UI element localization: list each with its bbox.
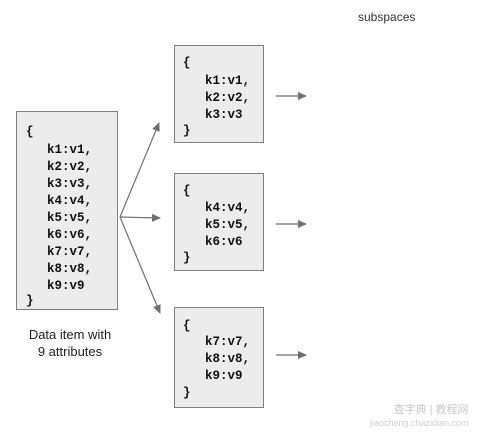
partition-3-attr-3: k9:v9 [205,369,243,383]
source-attr-4: k4:v4, [47,194,93,208]
watermark-line-1: 查字典 | 教程网 [393,404,469,416]
subspace-cube-3 [322,302,487,408]
fan-out-arrows [119,122,161,314]
source-attr-8: k8:v8, [47,262,93,276]
partition-box-3: { k7:v7, k8:v8, k9:v9 } [174,307,264,408]
source-open-brace: { [26,125,34,139]
partition-1-attr-1: k1:v1, [205,74,251,88]
source-attr-7: k7:v7, [47,245,93,259]
caption-line-2: 9 attributes [37,344,103,359]
subspaces-title: subspaces [358,10,416,24]
partition-1-attr-2: k2:v2, [205,91,251,105]
partition-2-open-brace: { [183,184,191,198]
subspace-cube-2 [322,172,487,278]
partition-1-attr-3: k3:v3 [205,108,243,122]
partition-2-close-brace: } [183,251,191,265]
watermark-line-2: jiaocheng.chazidian.com [370,418,469,428]
subspace-cube-1 [322,44,487,150]
partition-2-attr-2: k5:v5, [205,218,251,232]
watermark: 查字典 | 教程网 jiaocheng.chazidian.com [370,404,469,430]
arrow-to-partition-3 [119,216,161,314]
source-attr-1: k1:v1, [47,143,93,157]
partition-3-open-brace: { [183,319,191,333]
source-caption: Data item with 9 attributes [8,326,132,360]
partition-3-attr-2: k8:v8, [205,352,251,366]
source-attr-2: k2:v2, [47,160,93,174]
partition-1-close-brace: } [183,124,191,138]
partition-2-attr-3: k6:v6 [205,235,243,249]
partition-box-2: { k4:v4, k5:v5, k6:v6 } [174,173,264,271]
partition-box-1: { k1:v1, k2:v2, k3:v3 } [174,45,264,143]
arrow-to-partition-2 [119,213,161,222]
source-attr-5: k5:v5, [47,211,93,225]
partition-1-open-brace: { [183,56,191,70]
source-attr-9: k9:v9 [47,279,85,293]
source-attr-6: k6:v6, [47,228,93,242]
partition-3-attr-1: k7:v7, [205,335,251,349]
source-close-brace: } [26,294,34,308]
projection-arrows [276,92,307,359]
partition-3-close-brace: } [183,386,191,400]
source-data-box: { k1:v1, k2:v2, k3:v3, k4:v4, k5:v5, k6:… [16,111,118,310]
arrow-to-partition-1 [119,122,160,218]
partition-2-attr-1: k4:v4, [205,201,251,215]
caption-line-1: Data item with [28,327,112,342]
source-attr-3: k3:v3, [47,177,93,191]
